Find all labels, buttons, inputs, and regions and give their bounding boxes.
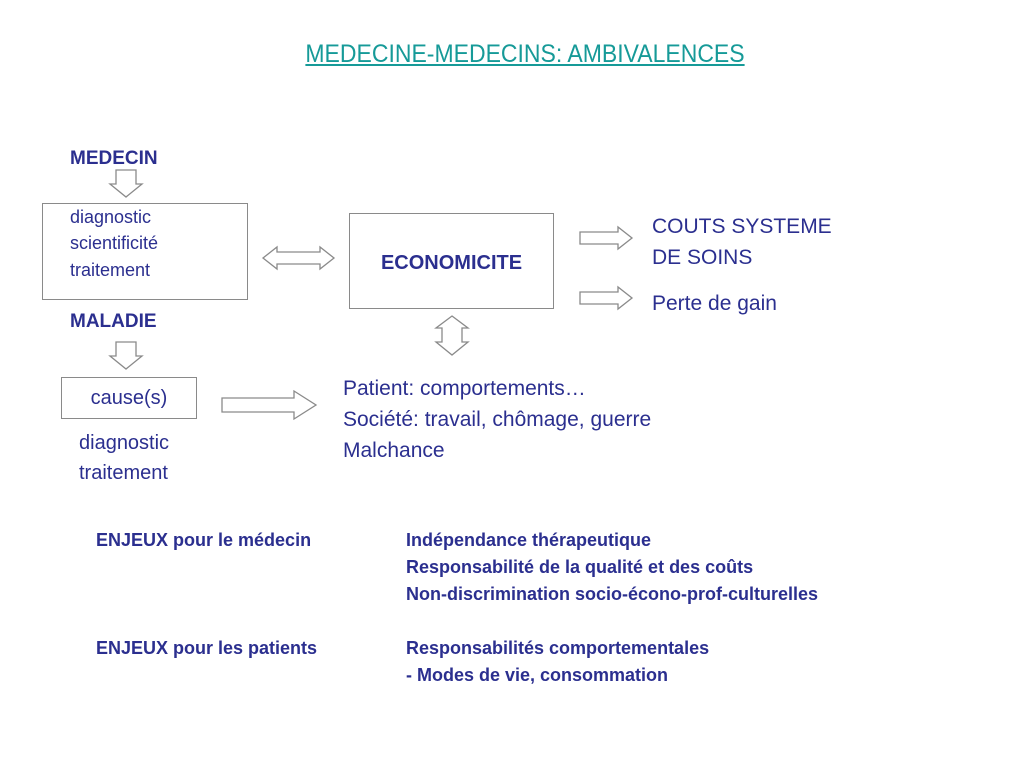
right-arrow-icon	[579, 285, 634, 311]
outcome-couts-line1: COUTS SYSTEME	[652, 215, 832, 238]
maladie-line-diagnostic: diagnostic	[79, 432, 170, 454]
enjeux-medecin-item: Non-discrimination socio-écono-prof-cult…	[406, 584, 819, 604]
enjeux-patients-item: Responsabilités comportementales	[406, 638, 710, 658]
enjeux-patients-item: - Modes de vie, consommation	[406, 665, 669, 685]
down-arrow-icon	[108, 341, 144, 370]
medecin-line-diagnostic: diagnostic	[70, 207, 152, 227]
factor-malchance: Malchance	[343, 439, 445, 462]
factor-patient: Patient: comportements…	[343, 377, 586, 400]
down-arrow-icon	[108, 169, 144, 198]
maladie-heading: MALADIE	[70, 311, 157, 332]
medecin-heading: MEDECIN	[70, 148, 158, 169]
enjeux-medecin-item: Responsabilité de la qualité et des coût…	[406, 557, 754, 577]
enjeux-patients-label: ENJEUX pour les patients	[96, 638, 318, 658]
outcome-perte-de-gain: Perte de gain	[652, 292, 777, 315]
economicite-label: ECONOMICITE	[380, 252, 523, 274]
factor-societe: Société: travail, chômage, guerre	[343, 408, 652, 431]
double-arrow-horizontal-icon	[261, 245, 336, 271]
double-arrow-vertical-icon	[434, 315, 470, 356]
medecin-box	[42, 203, 248, 300]
cause-box	[61, 377, 197, 419]
medecin-line-traitement: traitement	[70, 260, 151, 280]
cause-label: cause(s)	[90, 387, 168, 409]
outcome-couts-line2: DE SOINS	[652, 246, 753, 269]
economicite-box	[349, 213, 554, 309]
maladie-line-traitement: traitement	[79, 462, 168, 484]
enjeux-medecin-item: Indépendance thérapeutique	[406, 530, 652, 550]
right-arrow-icon	[579, 225, 634, 251]
right-arrow-icon	[221, 389, 318, 421]
page-title: MEDECINE-MEDECINS: AMBIVALENCES	[305, 40, 745, 68]
enjeux-medecin-label: ENJEUX pour le médecin	[96, 530, 312, 550]
medecin-line-scientificite: scientificité	[70, 233, 159, 253]
